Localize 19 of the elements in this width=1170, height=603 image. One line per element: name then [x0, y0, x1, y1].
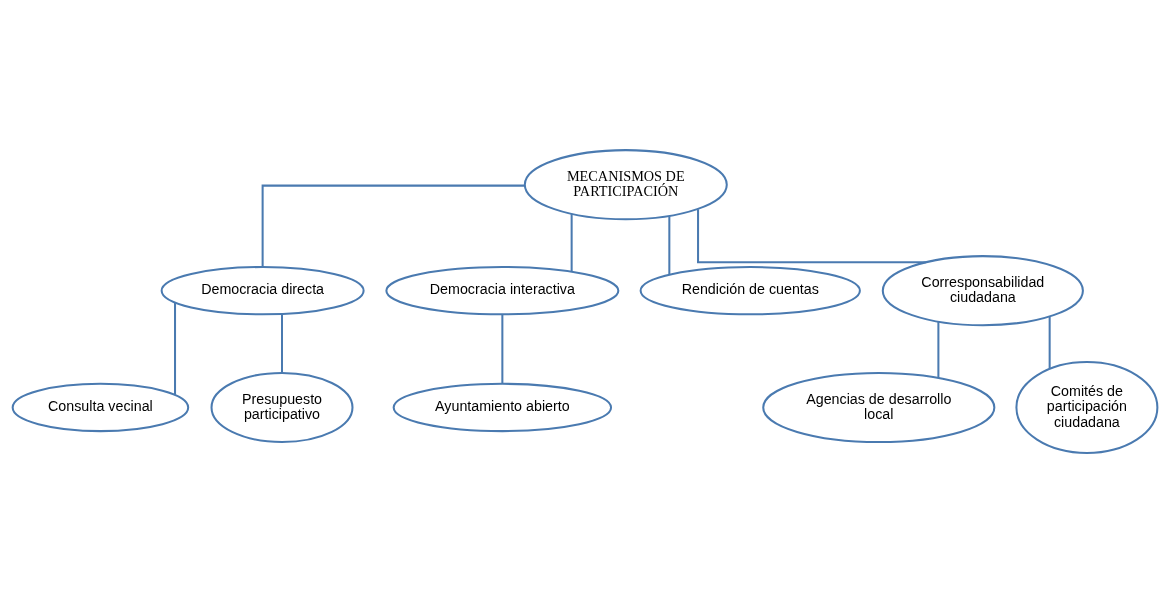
connector [174, 302, 177, 395]
node-ellipse: Agencias de desarrollo local [762, 371, 996, 444]
connector [261, 184, 525, 267]
node-ellipse: Rendición de cuentas [639, 266, 861, 316]
node-ellipse: Comités de participación ciudadana [1015, 360, 1159, 454]
connector [570, 213, 573, 272]
node-ellipse: Ayuntamiento abierto [392, 382, 613, 433]
node-ellipse: Presupuesto participativo [210, 371, 354, 444]
connector [937, 321, 940, 378]
connector [697, 209, 926, 264]
connector [501, 314, 504, 384]
node-ellipse: Consulta vecinal [11, 382, 190, 433]
node-ellipse: MECANISMOS DE PARTICIPACIÓN [523, 149, 728, 221]
node-ellipse: Democracia interactiva [385, 266, 620, 316]
node-ellipse: Democracia directa [160, 266, 365, 316]
connector [281, 314, 284, 373]
connector [1048, 316, 1051, 369]
node-ellipse: Corresponsabilidad ciudadana [881, 255, 1084, 327]
connector [668, 216, 671, 275]
